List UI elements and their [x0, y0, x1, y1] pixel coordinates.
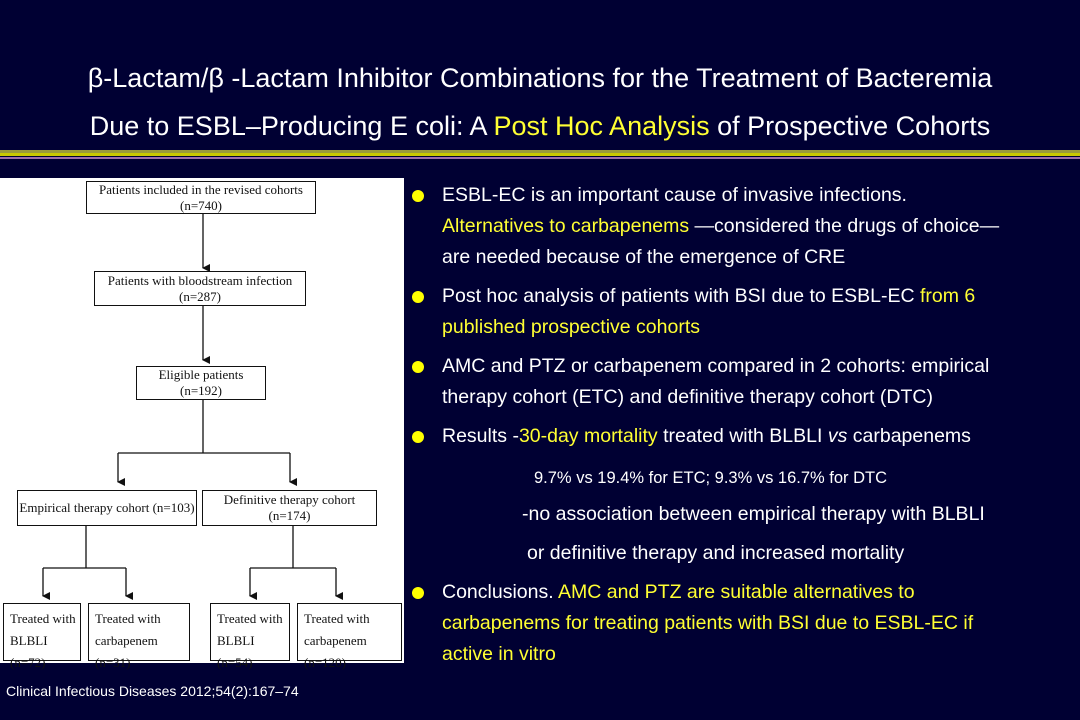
flowchart-connectors — [42, 214, 343, 600]
bullet-line-highlight: published prospective cohorts — [442, 316, 700, 338]
bullet-line: ESBL-EC is an important cause of invasiv… — [442, 184, 907, 206]
bullet-text: Results -30-day mortality treated with B… — [442, 421, 1072, 452]
leaf-count: BLBLI (n=54) — [217, 633, 255, 670]
bullet-text: AMC and PTZ or carbapenem compared in 2 … — [442, 351, 1072, 413]
title-text: Due to ESBL–Producing E coli: A — [89, 111, 494, 141]
bullet-icon — [412, 190, 424, 202]
citation: Clinical Infectious Diseases 2012;54(2):… — [6, 683, 299, 699]
bullet-line: therapy cohort (ETC) and definitive ther… — [442, 386, 933, 408]
leaf-label: Treated with — [10, 611, 76, 626]
bullet-highlight: from 6 — [920, 285, 976, 307]
bullet-line-highlight: active in vitro — [442, 643, 556, 665]
bullet-text-start: Post hoc analysis of patients with BSI d… — [442, 285, 920, 307]
bullet-icon — [412, 431, 424, 443]
leaf-label: Treated with — [217, 611, 283, 626]
bullet-text-rest: —considered the drugs of choice— — [689, 215, 1000, 237]
bullet-text: Post hoc analysis of patients with BSI d… — [442, 281, 1072, 343]
title-highlight: Post Hoc Analysis — [493, 111, 710, 141]
bullet-line-highlight: carbapenems for treating patients with B… — [442, 612, 974, 634]
leaf-label: Treated with — [304, 611, 370, 626]
bullet-line: Post hoc analysis of patients with BSI d… — [442, 281, 1072, 312]
box-leaf-empirical-carbapenem: Treated with carbapenem (n=31) — [88, 603, 190, 670]
leaf-count: carbapenem (n=120) — [304, 633, 367, 670]
bullet-text-vs: vs — [827, 425, 848, 447]
bullet-line: AMC and PTZ or carbapenem compared in 2 … — [442, 355, 990, 377]
results-no-association: -no association between empirical therap… — [522, 503, 985, 525]
title-text-end: of Prospective Cohorts — [709, 111, 991, 141]
bullet-text-end: carbapenems — [847, 425, 971, 447]
box-empirical-cohort: Empirical therapy cohort (n=103) — [17, 490, 197, 526]
bullet-text-mid: treated with BLBLI — [657, 425, 828, 447]
leaf-count: carbapenem (n=31) — [95, 633, 158, 670]
title-divider-olive — [0, 150, 1080, 153]
bullet-text: ESBL-EC is an important cause of invasiv… — [442, 180, 1072, 273]
bullet-icon — [412, 291, 424, 303]
bullet-icon — [412, 361, 424, 373]
box-bloodstream-infection: Patients with bloodstream infection (n=2… — [94, 271, 306, 306]
bullet-highlight: AMC and PTZ are suitable alternatives to — [557, 581, 915, 603]
bullet-line: are needed because of the emergence of C… — [442, 246, 846, 268]
bullet-text-start: Results - — [442, 425, 519, 447]
box-leaf-definitive-blbli: Treated with BLBLI (n=54) — [210, 603, 290, 670]
results-definitive-therapy: or definitive therapy and increased mort… — [527, 542, 905, 564]
box-leaf-empirical-blbli: Treated with BLBLI (n=72) — [3, 603, 81, 670]
title-divider-purple — [0, 157, 1080, 159]
bullet-line: Results -30-day mortality treated with B… — [442, 421, 1072, 452]
bullet-icon — [412, 587, 424, 599]
bullet-line: Conclusions. AMC and PTZ are suitable al… — [442, 577, 1072, 608]
cohort-flowchart: Patients included in the revised cohorts… — [0, 178, 404, 670]
box-eligible: Eligible patients (n=192) — [136, 366, 266, 400]
leaf-label: Treated with — [95, 611, 161, 626]
box-included: Patients included in the revised cohorts… — [86, 181, 316, 214]
slide-title-line-1: β-Lactam/β -Lactam Inhibitor Combination… — [87, 63, 993, 93]
bullet-highlight: 30-day mortality — [518, 425, 658, 447]
bullet-text-start: Conclusions. — [442, 581, 558, 603]
leaf-count: BLBLI (n=72) — [10, 633, 48, 670]
box-definitive-cohort: Definitive therapy cohort (n=174) — [202, 490, 377, 526]
title-divider-yellow — [0, 153, 1080, 156]
bullet-text: Conclusions. AMC and PTZ are suitable al… — [442, 577, 1072, 670]
bullet-line: Alternatives to carbapenems —considered … — [442, 211, 1072, 242]
slide-title-line-2: Due to ESBL–Producing E coli: A Post Hoc… — [0, 108, 1080, 144]
box-leaf-definitive-carbapenem: Treated with carbapenem (n=120) — [297, 603, 402, 670]
results-mortality-values: 9.7% vs 19.4% for ETC; 9.3% vs 16.7% for… — [534, 469, 888, 487]
bullet-highlight: Alternatives to carbapenems — [442, 215, 690, 237]
